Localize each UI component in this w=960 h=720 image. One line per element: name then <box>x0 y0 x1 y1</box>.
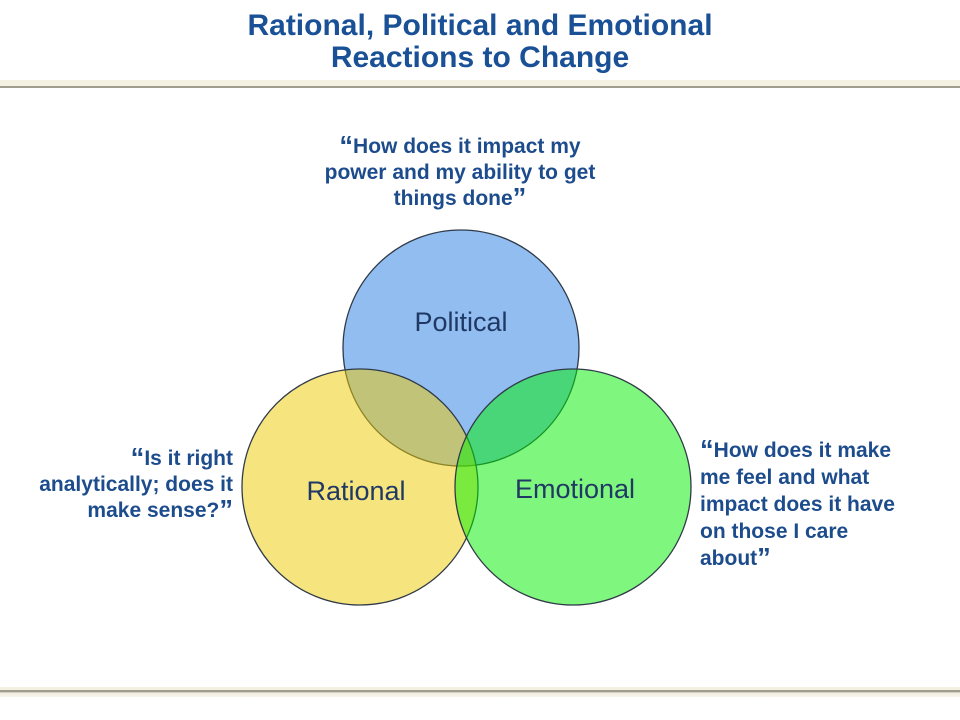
top-divider <box>0 80 960 88</box>
rational-circle-label: Rational <box>306 476 405 506</box>
open-quote-mark: “ <box>339 129 354 161</box>
rational-quote-text: Is it right analytically; does it make s… <box>39 447 233 522</box>
slide-title: Rational, Political and Emotional Reacti… <box>247 9 713 74</box>
emotional-circle-label: Emotional <box>515 474 635 504</box>
bottom-divider <box>0 687 960 697</box>
close-quote-mark: ” <box>757 541 771 573</box>
political-quote: “How does it impact my power and my abil… <box>280 132 640 213</box>
open-quote-mark: “ <box>130 441 145 473</box>
emotional-circle <box>454 368 692 606</box>
rational-quote: “Is it right analytically; does it make … <box>23 444 233 525</box>
close-quote-mark: ” <box>512 181 527 213</box>
political-circle-label: Political <box>414 307 507 337</box>
emotional-quote: “How does it make me feel and what impac… <box>700 433 915 573</box>
emotional-quote-text: How does it make me feel and what impact… <box>700 439 895 570</box>
open-quote-mark: “ <box>700 433 714 465</box>
close-quote-mark: ” <box>219 493 233 525</box>
political-quote-text: How does it impact my power and my abili… <box>324 135 596 210</box>
